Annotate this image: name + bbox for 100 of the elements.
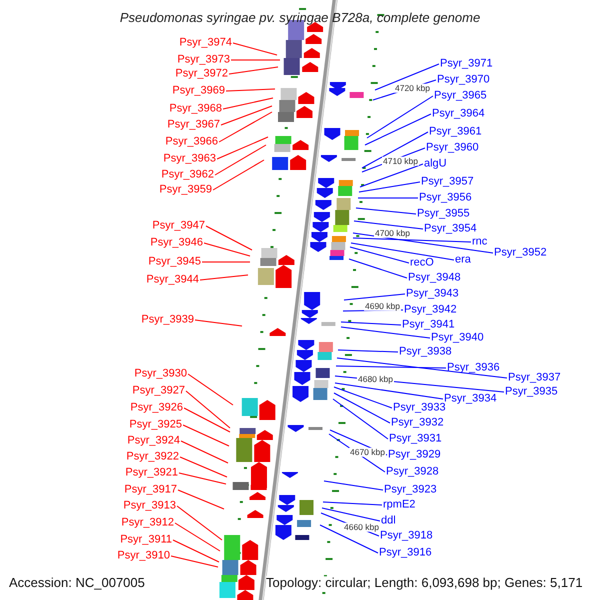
leader-line bbox=[206, 226, 252, 250]
leader-line bbox=[366, 96, 434, 138]
gene-label: Psyr_3954 bbox=[424, 224, 477, 234]
leader-line bbox=[218, 112, 272, 142]
leader-line bbox=[344, 294, 406, 300]
gene-label: Psyr_3910 bbox=[117, 550, 170, 562]
gene-label: Psyr_3973 bbox=[177, 54, 230, 66]
gene-label: Psyr_3911 bbox=[120, 534, 172, 546]
gene-label: rpmE2 bbox=[383, 500, 416, 510]
leader-line bbox=[222, 98, 274, 110]
leader-line bbox=[340, 322, 402, 326]
gene-label: Psyr_3917 bbox=[124, 484, 177, 496]
leader-line bbox=[322, 502, 382, 506]
gene-label: Psyr_3960 bbox=[426, 142, 479, 154]
leader-line bbox=[350, 242, 454, 260]
leader-line bbox=[170, 556, 218, 568]
gene-label: Psyr_3962 bbox=[161, 170, 214, 180]
gene-label: Psyr_3961 bbox=[429, 126, 482, 138]
leader-line bbox=[324, 480, 384, 490]
leader-line bbox=[352, 232, 494, 254]
position-label: 4660 kbp bbox=[343, 522, 380, 532]
gene-label: Psyr_3957 bbox=[421, 176, 474, 188]
position-label: 4710 kbp bbox=[382, 156, 419, 166]
gene-label: Psyr_3946 bbox=[150, 238, 203, 248]
gene-label: era bbox=[455, 254, 471, 266]
gene-label: Psyr_3964 bbox=[432, 108, 485, 120]
leader-line bbox=[184, 408, 230, 432]
gene-label: Psyr_3936 bbox=[447, 362, 500, 374]
position-label: 4690 kbp bbox=[364, 302, 401, 310]
gene-label: algU bbox=[424, 158, 447, 170]
position-label: 4720 kbp bbox=[394, 84, 431, 92]
gene-label: Psyr_3926 bbox=[130, 402, 183, 414]
leader-line bbox=[204, 242, 250, 256]
gene-label: rnc bbox=[472, 236, 488, 248]
position-label: 4670 kbp bbox=[349, 448, 386, 456]
leader-line bbox=[216, 136, 268, 160]
leader-line bbox=[212, 160, 264, 190]
leader-line bbox=[180, 440, 228, 464]
gene-label: Psyr_3916 bbox=[379, 548, 432, 558]
gene-label: Psyr_3913 bbox=[123, 500, 176, 512]
leader-line bbox=[186, 390, 230, 428]
leader-line bbox=[334, 382, 444, 400]
gene-label: Psyr_3912 bbox=[121, 518, 174, 528]
leader-line bbox=[356, 208, 416, 214]
leader-line bbox=[174, 522, 220, 552]
leader-line bbox=[358, 182, 420, 192]
gene-label: recO bbox=[410, 258, 434, 268]
gene-label: Psyr_3932 bbox=[391, 418, 444, 428]
gene-label: Psyr_3924 bbox=[127, 436, 180, 446]
gene-label: Psyr_3939 bbox=[141, 314, 194, 326]
leader-line bbox=[354, 220, 424, 230]
gene-label: Psyr_3941 bbox=[402, 320, 455, 330]
gene-label: Psyr_3944 bbox=[146, 274, 199, 286]
gene-label: Psyr_3934 bbox=[444, 394, 497, 404]
gene-label: Psyr_3970 bbox=[437, 74, 490, 86]
genome-title: Pseudomonas syringae pv. syringae B728a, complete genome bbox=[118, 11, 482, 24]
leader-line bbox=[200, 274, 248, 280]
gene-label: Psyr_3966 bbox=[165, 136, 218, 148]
gene-label: Psyr_3938 bbox=[399, 346, 452, 358]
gene-label: Psyr_3947 bbox=[152, 220, 205, 232]
gene-label: Psyr_3948 bbox=[408, 272, 461, 284]
gene-label: Psyr_3937 bbox=[508, 372, 561, 384]
gene-label: Psyr_3968 bbox=[169, 104, 222, 114]
gene-label: Psyr_3930 bbox=[134, 368, 187, 380]
leader-line bbox=[374, 64, 440, 90]
leader-line bbox=[334, 386, 392, 408]
leader-line bbox=[232, 42, 278, 56]
leader-line bbox=[176, 506, 222, 540]
gene-label: ddl bbox=[381, 516, 396, 526]
leader-line bbox=[188, 374, 234, 406]
gene-label: Psyr_3959 bbox=[159, 184, 212, 196]
leader-line bbox=[340, 326, 430, 338]
gene-label: Psyr_3942 bbox=[404, 304, 457, 316]
gene-label: Psyr_3927 bbox=[132, 386, 185, 396]
leader-line bbox=[194, 320, 242, 326]
gene-label: Psyr_3929 bbox=[388, 450, 441, 460]
leader-line bbox=[178, 490, 224, 510]
position-label: 4680 kbp bbox=[357, 374, 394, 384]
gene-label: Psyr_3969 bbox=[172, 86, 225, 96]
leader-line bbox=[220, 106, 272, 126]
gene-label: Psyr_3921 bbox=[125, 468, 178, 478]
leader-line bbox=[348, 258, 408, 278]
genome-summary-text: Topology: circular; Length: 6,093,698 bp; Genes: 5,171 bbox=[266, 576, 583, 589]
leader-line bbox=[336, 366, 446, 368]
gene-label: Psyr_3945 bbox=[148, 256, 201, 268]
leader-line bbox=[172, 540, 220, 562]
leader-line bbox=[180, 456, 228, 478]
gene-label: Psyr_3935 bbox=[505, 386, 558, 398]
gene-label: Psyr_3955 bbox=[417, 208, 470, 220]
gene-label: Psyr_3931 bbox=[389, 434, 442, 444]
leader-line bbox=[334, 392, 390, 424]
leader-line bbox=[362, 132, 428, 168]
leader-line bbox=[228, 66, 278, 74]
leader-line bbox=[338, 350, 398, 352]
leader-line bbox=[182, 424, 230, 446]
gene-label: Psyr_3952 bbox=[494, 248, 547, 258]
gene-label: Psyr_3956 bbox=[419, 192, 472, 204]
position-label: 4700 kbp bbox=[374, 228, 411, 238]
leader-line bbox=[178, 472, 226, 484]
gene-label: Psyr_3928 bbox=[386, 466, 439, 478]
